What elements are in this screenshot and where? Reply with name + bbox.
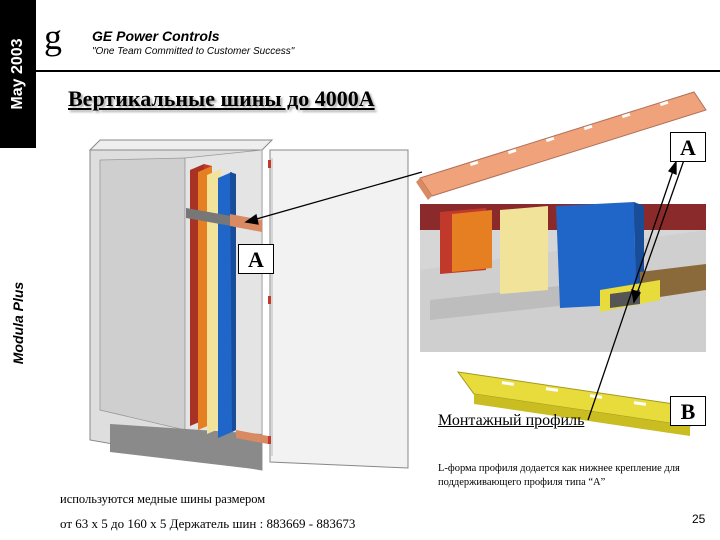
caption-busbars-line1: используются медные шины размером <box>60 492 266 506</box>
pointer-arrows <box>244 159 685 421</box>
badge-a-top: A <box>670 132 706 162</box>
caption-profile-description: L-форма профиля додается как нижнее креп… <box>438 463 680 488</box>
detail-photo-illustration <box>420 202 706 352</box>
ge-logo: g <box>44 17 62 57</box>
caption-busbars-line2: от 63 х 5 до 160 х 5 Держатель шин : 883… <box>60 516 356 531</box>
badge-a-middle: A <box>238 244 274 274</box>
badge-b: B <box>670 396 706 426</box>
company-tagline: "One Team Committed to Customer Success" <box>92 46 295 57</box>
page-number: 25 <box>692 512 706 526</box>
company-name: GE Power Controls <box>92 28 220 44</box>
l-profile-illustration <box>456 371 692 436</box>
copper-bar-illustration <box>416 91 707 200</box>
header-divider <box>36 70 720 72</box>
slide-title: Вертикальные шины до 4000А <box>68 86 375 111</box>
cabinet-illustration <box>88 139 409 471</box>
date-sidebar: May 2003 <box>0 0 36 148</box>
caption-mounting-profile: Монтажный профиль <box>438 412 585 429</box>
